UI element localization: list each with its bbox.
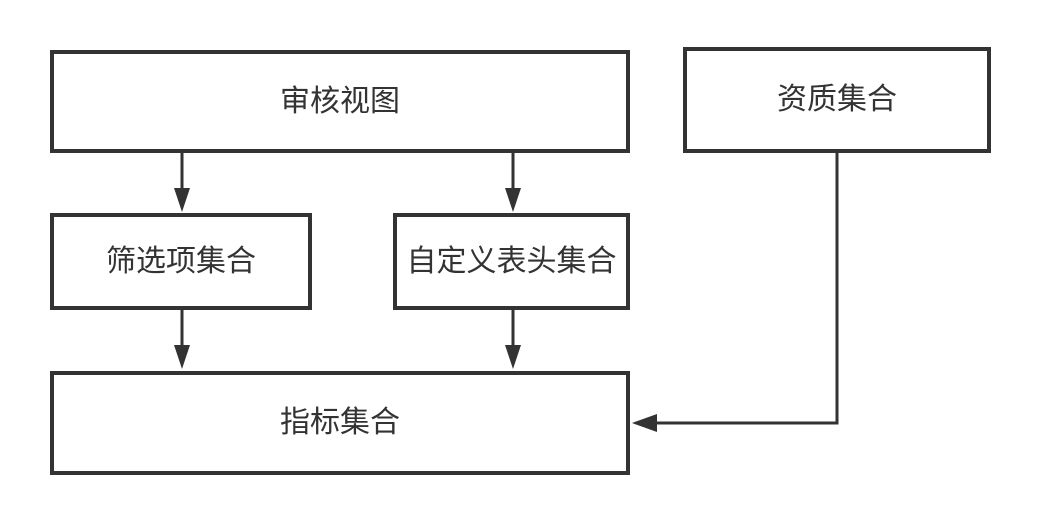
node-filter-option-set: 筛选项集合 bbox=[50, 213, 312, 310]
arrowhead-left-icon bbox=[632, 414, 657, 432]
node-custom-header-set-label: 自定义表头集合 bbox=[406, 243, 617, 279]
node-review-view: 审核视图 bbox=[50, 50, 630, 153]
edge-qualification-to-indicator-line bbox=[657, 153, 839, 425]
node-indicator-set-label: 指标集合 bbox=[280, 405, 400, 440]
node-review-view-label: 审核视图 bbox=[280, 83, 400, 119]
arrowhead-down-icon bbox=[174, 188, 190, 212]
node-filter-option-set-label: 筛选项集合 bbox=[106, 243, 256, 279]
arrowhead-down-icon bbox=[505, 345, 521, 369]
node-qualification-set-label: 资质集合 bbox=[777, 82, 897, 117]
arrowhead-down-icon bbox=[174, 345, 190, 369]
arrowhead-down-icon bbox=[505, 188, 521, 212]
node-qualification-set: 资质集合 bbox=[683, 47, 991, 153]
node-custom-header-set: 自定义表头集合 bbox=[393, 213, 630, 310]
node-indicator-set: 指标集合 bbox=[50, 371, 630, 475]
